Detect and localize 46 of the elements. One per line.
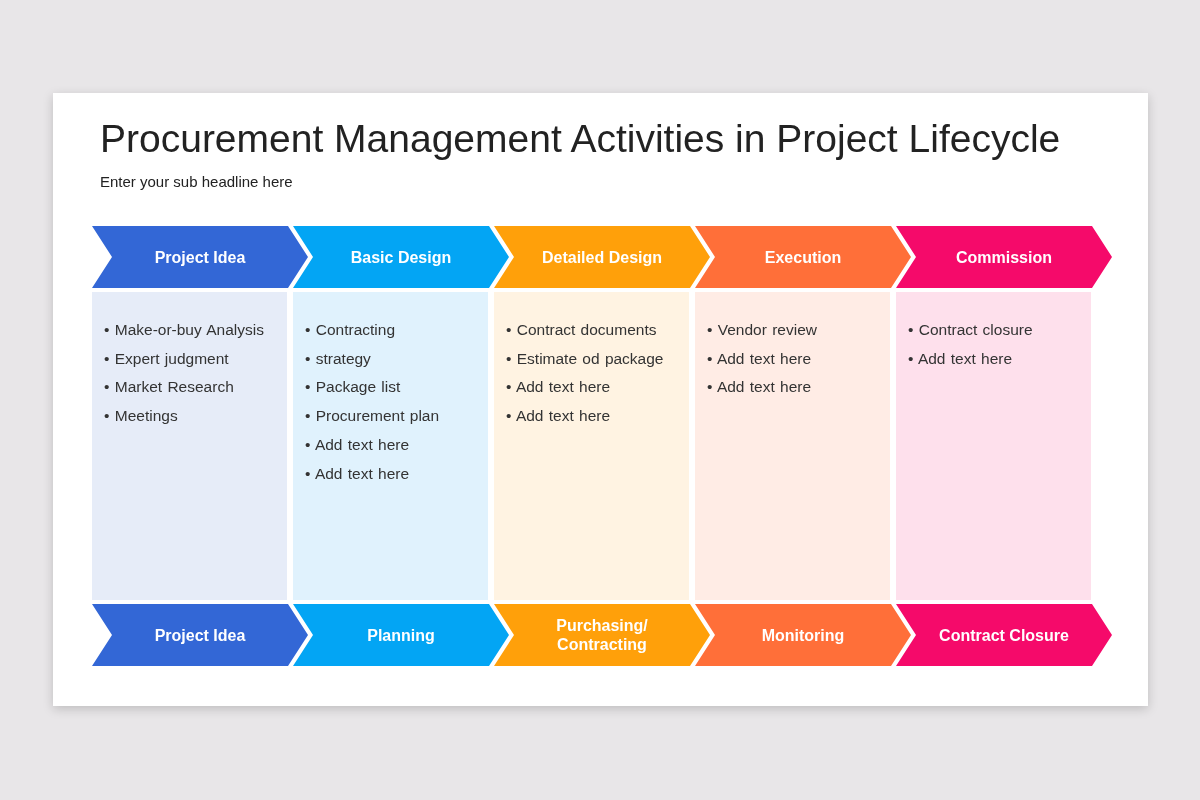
bullet-item: • Add text here: [305, 463, 411, 484]
bullet-item: • Estimate od package: [506, 348, 665, 369]
step-label: Monitoring: [760, 625, 846, 645]
bullet-item: • Procurement plan: [305, 406, 441, 427]
step-label: Project Idea: [153, 625, 247, 645]
step-label: Purchasing/ Contracting: [555, 616, 649, 654]
step-label: Planning: [366, 625, 436, 645]
content-panel: [494, 292, 689, 600]
bullet-item: • Market Research: [104, 377, 235, 398]
chevron-shape: [896, 226, 1112, 288]
chevron-shape: [92, 226, 308, 288]
bullet-item: • Package list: [305, 377, 402, 398]
chevron-shape: [293, 604, 509, 666]
bullet-item: • Make-or-buy Analysis: [104, 320, 265, 340]
bullet-item: • Add text here: [305, 434, 411, 455]
bullet-item: • Add text here: [707, 377, 813, 398]
bullet-item: • Add text here: [506, 406, 612, 427]
chevron-shape: [293, 226, 509, 288]
chevron-shape: [896, 604, 1112, 666]
bullet-item: • Contracting: [305, 320, 396, 340]
slide-title: Procurement Management Activities in Project Lifecycle: [100, 117, 1061, 161]
chevron-shape: [92, 604, 308, 666]
step-label: Commission: [955, 247, 1053, 267]
chevron-shape: [494, 226, 710, 288]
chevron-shape: [494, 604, 710, 666]
bullet-item: • Add text here: [506, 377, 612, 398]
chevron-shape: [695, 604, 911, 666]
bullet-item: • Meetings: [104, 406, 179, 427]
bullet-item: • Add text here: [707, 348, 813, 369]
step-label: Contract Closure: [938, 625, 1070, 645]
subtitle: Enter your sub headline here: [100, 173, 293, 190]
chevron-shape: [695, 226, 911, 288]
bullet-item: • Contract closure: [908, 320, 1034, 340]
bullet-item: • Vendor review: [707, 320, 818, 340]
bullet-item: • Expert judgment: [104, 348, 230, 369]
content-panel: [92, 292, 287, 600]
step-label: Basic Design: [349, 247, 453, 267]
content-panel: [695, 292, 890, 600]
content-panel: [896, 292, 1091, 600]
step-label: Project Idea: [153, 247, 247, 267]
step-label: Detailed Design: [541, 247, 663, 267]
bullet-item: • strategy: [305, 348, 372, 369]
step-label: Execution: [763, 247, 843, 267]
content-panel: [293, 292, 488, 600]
bullet-item: • Contract documents: [506, 320, 658, 340]
bullet-item: • Add text here: [908, 348, 1014, 369]
